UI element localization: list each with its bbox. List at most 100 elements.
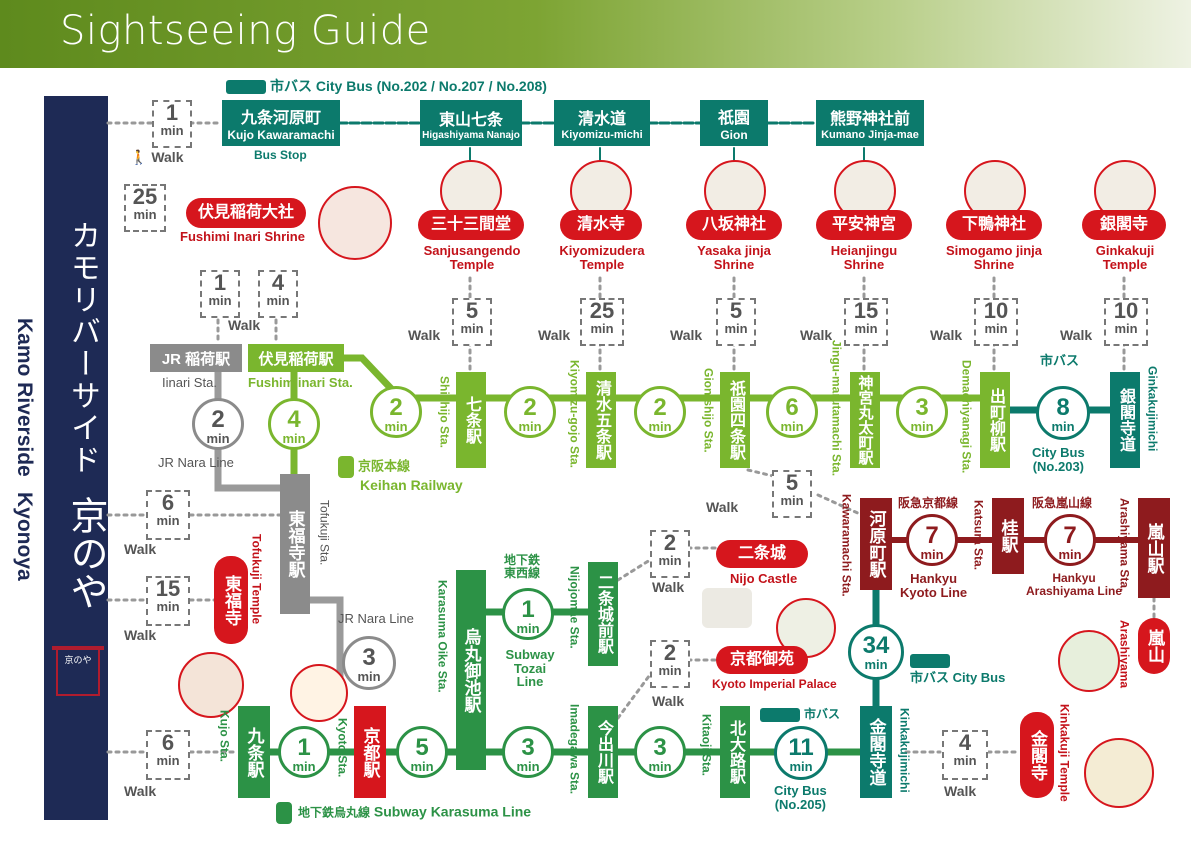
walk-minutes: 6 — [161, 730, 175, 755]
fushimi-shrine-badge[interactable]: 伏見稲荷大社 — [186, 198, 306, 228]
arashiyama-image — [1058, 630, 1120, 692]
walk-minutes: 5 — [729, 298, 743, 323]
station-kyoto[interactable]: 京都駅 — [354, 706, 386, 798]
shrine-en: Ginkakuji Temple — [1095, 243, 1155, 272]
bus-stop-en: Gion — [720, 128, 748, 142]
min-label: min — [206, 431, 230, 446]
subway-tozai-jp1: 地下鉄 — [504, 553, 541, 567]
station-demachi[interactable]: 出町柳駅 — [980, 372, 1010, 468]
station-jingu[interactable]: 神宮丸太町駅 — [850, 372, 880, 468]
min-label: min — [854, 321, 878, 336]
walker-icon: 🚶 — [130, 149, 148, 165]
station-nijojomae[interactable]: 二条城前駅 — [588, 562, 618, 666]
min-label: min — [780, 419, 804, 434]
ride-minutes: 2 — [653, 394, 667, 421]
min-label: min — [133, 207, 157, 222]
city-bus-205-text: City Bus — [774, 783, 827, 798]
min-label: min — [724, 321, 748, 336]
station-en: Iinari Sta. — [162, 375, 217, 390]
shrine-yasaka[interactable]: 八坂神社 — [686, 210, 782, 240]
station-tofukuji[interactable]: 東福寺駅 — [280, 474, 310, 614]
nijo-castle-image — [702, 588, 752, 628]
shrine-kiyomizudera[interactable]: 清水寺 — [560, 210, 642, 240]
hotel-name-en2: Kyonoya — [13, 492, 36, 581]
station-katsura[interactable]: 桂駅 — [992, 498, 1024, 574]
city-bus-mid-text: 市バス City Bus — [910, 670, 1006, 685]
station-gion-shijo[interactable]: 祇園四条駅 — [720, 372, 750, 468]
station-kawaramachi[interactable]: 河原町駅 — [860, 498, 892, 590]
station-kinkakuji-michi[interactable]: 金閣寺道 — [860, 706, 892, 798]
station-arashiyama[interactable]: 嵐山駅 — [1138, 498, 1170, 598]
nijo-castle-badge[interactable]: 二条城 — [716, 540, 808, 568]
city-bus-205-jp-text: 市バス — [804, 707, 841, 722]
walk-minutes: 25 — [132, 184, 158, 209]
min-label: min — [658, 663, 682, 678]
city-bus-203-text: City Bus — [1032, 445, 1085, 460]
station-imadegawa[interactable]: 今出川駅 — [588, 706, 618, 798]
shrine-sanjusangendo[interactable]: 三十三間堂 — [418, 210, 524, 240]
station-karasuma-oike[interactable]: 烏丸御池駅 — [456, 570, 486, 770]
min-label: min — [864, 657, 888, 672]
jr-nara-line-label: JR Nara Line — [158, 455, 234, 470]
ride-minutes: 5 — [415, 734, 429, 761]
shrine-shimogamo[interactable]: 下鴨神社 — [946, 210, 1042, 240]
station-fushimi-inari[interactable]: 伏見稲荷駅 — [248, 344, 344, 372]
bus-stop-jp: 熊野神社前 — [829, 111, 910, 128]
min-label: min — [292, 759, 316, 774]
walk-dotted-line — [616, 670, 654, 720]
city-bus-205-no: (No.205) — [774, 796, 827, 812]
imperial-palace-badge[interactable]: 京都御苑 — [716, 646, 808, 674]
shrine-heianjingu[interactable]: 平安神宮 — [816, 210, 912, 240]
station-shichijo[interactable]: 七条駅 — [456, 372, 486, 468]
station-jr-inari[interactable]: JR 稲荷駅 — [150, 344, 242, 372]
hankyu-arashi-en2: Arashiyama Line — [1026, 583, 1123, 598]
station-kitaoji[interactable]: 北大路駅 — [720, 706, 750, 798]
walk-minutes: 10 — [1113, 298, 1139, 323]
shrine-ginkakuji[interactable]: 銀閣寺 — [1082, 210, 1166, 240]
arashiyama-en: Arashiyama — [1117, 620, 1132, 689]
station-ginkakuji-michi[interactable]: 銀閣寺道 — [1110, 372, 1140, 468]
kinkakuji-badge[interactable]: 金閣寺 — [1020, 712, 1054, 798]
hotel-name-en: Kamo Riverside — [13, 318, 36, 477]
ride-minutes: 3 — [915, 394, 929, 421]
min-label: min — [518, 419, 542, 434]
ride-minutes: 2 — [211, 406, 225, 433]
walk-word: Walk — [670, 327, 703, 343]
station-en: Shichijo Sta. — [437, 376, 452, 449]
station-en: Katsura Sta. — [971, 500, 986, 571]
city-bus-label: 市バス — [1040, 353, 1080, 368]
arashiyama-badge[interactable]: 嵐山 — [1138, 618, 1170, 674]
station-kujo[interactable]: 九条駅 — [238, 706, 270, 798]
min-label: min — [910, 419, 934, 434]
tofukuji-temple-badge[interactable]: 東福寺 — [214, 556, 248, 644]
walk-word: Walk — [228, 317, 261, 333]
station-kiyomizu-gojo[interactable]: 清水五条駅 — [586, 372, 616, 468]
min-label: min — [1114, 321, 1138, 336]
min-label: min — [282, 431, 306, 446]
walk-word: Walk — [124, 627, 157, 643]
walk-minutes: 1 — [165, 100, 179, 125]
station-en: Kawaramachi Sta. — [839, 494, 854, 597]
